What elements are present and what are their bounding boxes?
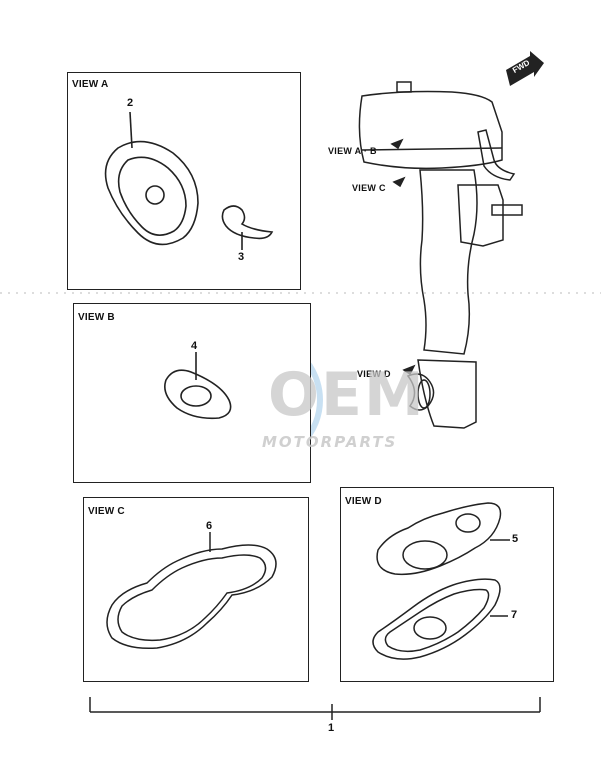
callout-part-6: 6: [206, 520, 213, 532]
panel-view-c-label: VIEW C: [88, 506, 125, 517]
panel-view-a: VIEW A: [67, 72, 301, 290]
motor-view-c-tag: VIEW C: [352, 183, 386, 193]
motor-view-d-tag: VIEW D: [357, 369, 391, 379]
outboard-motor-drawing: [358, 81, 523, 429]
panel-view-d: VIEW D: [340, 487, 554, 682]
panel-view-a-label: VIEW A: [72, 79, 109, 90]
callout-part-1: 1: [328, 722, 335, 734]
callout-part-4: 4: [191, 340, 198, 352]
panel-view-d-label: VIEW D: [345, 496, 382, 507]
callout-part-5: 5: [512, 533, 519, 545]
assembly-bracket: [89, 697, 541, 720]
watermark-main: OEM: [268, 360, 426, 430]
callout-part-3: 3: [238, 251, 245, 263]
callout-part-7: 7: [511, 609, 518, 621]
callout-part-2: 2: [127, 97, 134, 109]
panel-view-c: VIEW C: [83, 497, 309, 682]
motor-view-ab-tag: VIEW A · B: [328, 146, 377, 156]
fwd-arrow-icon: [506, 51, 544, 86]
panel-view-b-label: VIEW B: [78, 312, 115, 323]
watermark-sub: MOTORPARTS: [262, 433, 398, 451]
